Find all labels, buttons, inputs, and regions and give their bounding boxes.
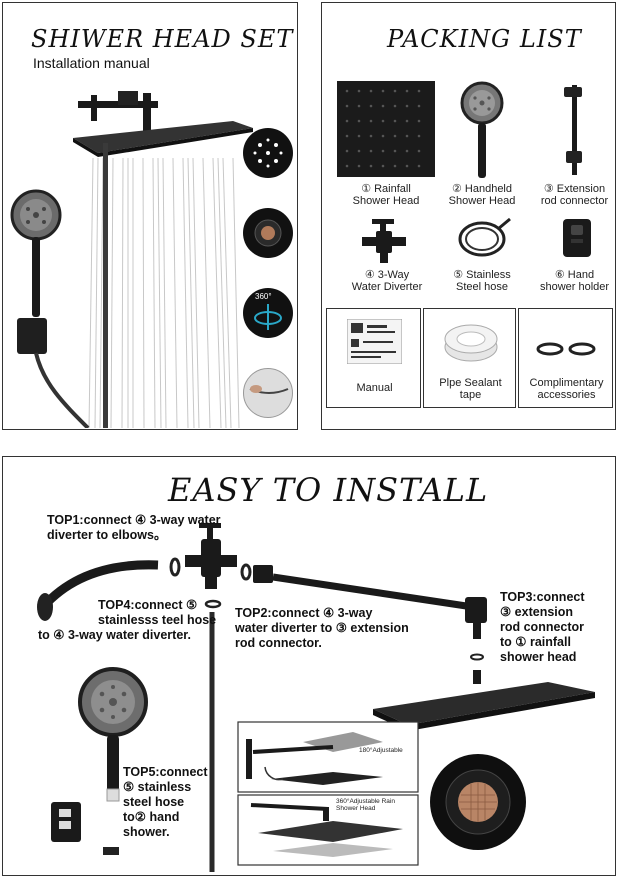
extra-accessories-line2: accessories <box>537 389 596 401</box>
shower-set-title: SHIWER HEAD SET <box>31 25 294 53</box>
step-top4-line1: TOP4:connect ⑤ <box>98 598 198 612</box>
installation-manual-subtitle: Installation manual <box>33 55 150 71</box>
step-top1: TOP1:connect ④ 3-way water diverter to e… <box>47 513 221 543</box>
packing-list-panel: PACKING LIST ① Rainfall Shower Head ② Ha… <box>321 2 616 430</box>
install-assembly-illustration <box>37 523 595 872</box>
shower-set-illustration <box>10 91 253 428</box>
item-2-label: ② Handheld Shower Head <box>432 183 532 207</box>
item-1-line2: Shower Head <box>352 195 420 207</box>
step-top3: TOP3:connect ③ extension rod connector t… <box>500 590 585 665</box>
step-top2-line3: rod connector. <box>235 636 322 650</box>
step-top3-line4: to ① rainfall <box>500 635 571 649</box>
step-top1-line1: TOP1:connect ④ 3-way water <box>47 513 221 527</box>
item-2-line1: ② Handheld <box>451 183 512 195</box>
inset-360-line2: Shower Head <box>336 805 376 812</box>
step-top5-line1: TOP5:connect <box>123 765 208 779</box>
item-5-line2: Steel hose <box>456 281 508 293</box>
step-top2: TOP2:connect ④ 3-way water diverter to ③… <box>235 606 409 651</box>
extension-rod-image <box>564 85 582 175</box>
filter-detail <box>243 208 293 258</box>
step-top2-line1: TOP2:connect ④ 3-way <box>235 606 373 620</box>
extra-tape-label: Plpe Sealant tape <box>424 377 517 401</box>
rainfall-head-image <box>337 81 435 177</box>
steel-hose-image <box>458 217 511 257</box>
step-top2-line2: water diverter to ③ extension <box>235 621 409 635</box>
item-6-line1: ⑥ Hand <box>554 269 595 281</box>
step-top3-line5: shower head <box>500 650 577 664</box>
item-6-line2: shower holder <box>539 281 610 293</box>
extra-tape-line1: Plpe Sealant <box>439 377 502 389</box>
sealant-detail <box>243 368 293 418</box>
step-top5-line5: shower. <box>123 825 170 839</box>
washers-image <box>536 342 596 356</box>
extra-accessories-label: Complimentary accessories <box>519 377 614 401</box>
item-2-line2: Shower Head <box>448 195 516 207</box>
step-top5: TOP5:connect ⑤ stainless steel hose to② … <box>123 765 208 840</box>
item-1-label: ① Rainfall Shower Head <box>337 183 435 207</box>
easy-install-panel: EASY TO INSTALL <box>2 456 616 876</box>
step-top5-line2: ⑤ stainless <box>123 780 192 794</box>
extra-manual-line1: Manual <box>356 382 393 394</box>
inset-180-label: 180°Adjustable <box>359 747 403 754</box>
sealant-tape-image <box>444 324 498 362</box>
water-diverter-image <box>362 219 406 263</box>
item-3-line1: ③ Extension <box>543 183 606 195</box>
item-1-line1: ① Rainfall <box>361 183 411 195</box>
packing-list-title: PACKING LIST <box>387 25 582 53</box>
step-top1-line2: diverter to elbows。 <box>47 528 167 542</box>
item-3-label: ③ Extension rod connector <box>527 183 619 207</box>
extras-tape-box: Plpe Sealant tape <box>423 308 516 408</box>
extra-manual-label: Manual <box>327 382 422 394</box>
extra-tape-line2: tape <box>459 389 482 401</box>
inset-360-label: 360°Adjustable Rain Shower Head <box>336 798 395 812</box>
step-top3-line1: TOP3:connect <box>500 590 585 604</box>
spray-nozzle-detail <box>243 128 293 178</box>
manual-image <box>347 319 402 364</box>
item-4-line2: Water Diverter <box>351 281 423 293</box>
step-top4: TOP4:connect ⑤ stainlesss teel hose to ④… <box>38 598 216 643</box>
step-top3-line3: rod connector <box>500 620 585 634</box>
extras-accessories-box: Complimentary accessories <box>518 308 613 408</box>
extra-accessories-line1: Complimentary <box>529 377 604 389</box>
inset-360-line1: 360°Adjustable Rain <box>336 798 395 805</box>
step-top3-line2: ③ extension <box>500 605 574 619</box>
shower-holder-image <box>563 219 591 257</box>
item-5-label: ⑤ Stainless Steel hose <box>432 269 532 293</box>
item-3-line2: rod connector <box>540 195 609 207</box>
shower-set-panel: SHIWER HEAD SET Installation manual <box>2 2 298 430</box>
handheld-shower-image <box>460 81 504 178</box>
item-5-line1: ⑤ Stainless <box>453 269 511 281</box>
item-4-label: ④ 3-Way Water Diverter <box>337 269 437 293</box>
easy-install-title: EASY TO INSTALL <box>168 471 489 509</box>
extras-manual-box: Manual <box>326 308 421 408</box>
rotation-label: 360° <box>255 292 272 301</box>
item-6-label: ⑥ Hand shower holder <box>527 269 619 293</box>
rotation-360-detail: 360° <box>243 288 293 338</box>
item-4-line1: ④ 3-Way <box>364 269 410 281</box>
step-top5-line4: to② hand <box>123 810 180 824</box>
step-top4-line2: stainlesss teel hose <box>98 613 217 627</box>
step-top5-line3: steel hose <box>123 795 185 809</box>
step-top4-line3: to ④ 3-way water diverter. <box>38 628 191 642</box>
